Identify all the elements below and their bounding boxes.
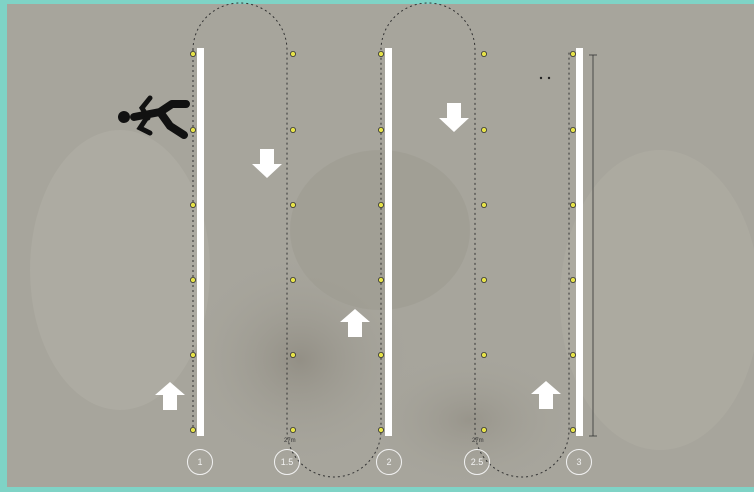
survey-marker (378, 202, 383, 207)
survey-marker (378, 51, 383, 56)
survey-marker (481, 352, 486, 357)
survey-marker (290, 202, 295, 207)
survey-marker (290, 51, 295, 56)
survey-marker (570, 127, 575, 132)
survey-marker (190, 277, 195, 282)
survey-marker (190, 127, 195, 132)
survey-marker (570, 427, 575, 432)
survey-marker (190, 427, 195, 432)
line-2 (385, 48, 392, 436)
survey-marker (378, 352, 383, 357)
survey-marker (378, 127, 383, 132)
survey-marker (290, 352, 295, 357)
line-label-1: 1 (187, 449, 213, 475)
line-label-2: 2 (376, 449, 402, 475)
survey-marker (290, 277, 295, 282)
survey-marker (481, 51, 486, 56)
survey-marker (481, 427, 486, 432)
small-mark-b: 27m (472, 438, 484, 444)
survey-marker (290, 427, 295, 432)
survey-marker (570, 352, 575, 357)
survey-marker (190, 352, 195, 357)
survey-marker (378, 427, 383, 432)
line-3 (576, 48, 583, 436)
survey-marker (570, 202, 575, 207)
small-mark-a: 27m (284, 438, 296, 444)
survey-marker (190, 202, 195, 207)
survey-marker (570, 277, 575, 282)
survey-marker (190, 51, 195, 56)
line-1 (197, 48, 204, 436)
survey-marker (481, 277, 486, 282)
survey-marker (481, 127, 486, 132)
line-label-3: 3 (566, 449, 592, 475)
survey-marker (481, 202, 486, 207)
line-label-1-5: 1.5 (274, 449, 300, 475)
survey-marker (570, 51, 575, 56)
survey-marker (290, 127, 295, 132)
line-label-2-5: 2.5 (464, 449, 490, 475)
survey-marker (378, 277, 383, 282)
